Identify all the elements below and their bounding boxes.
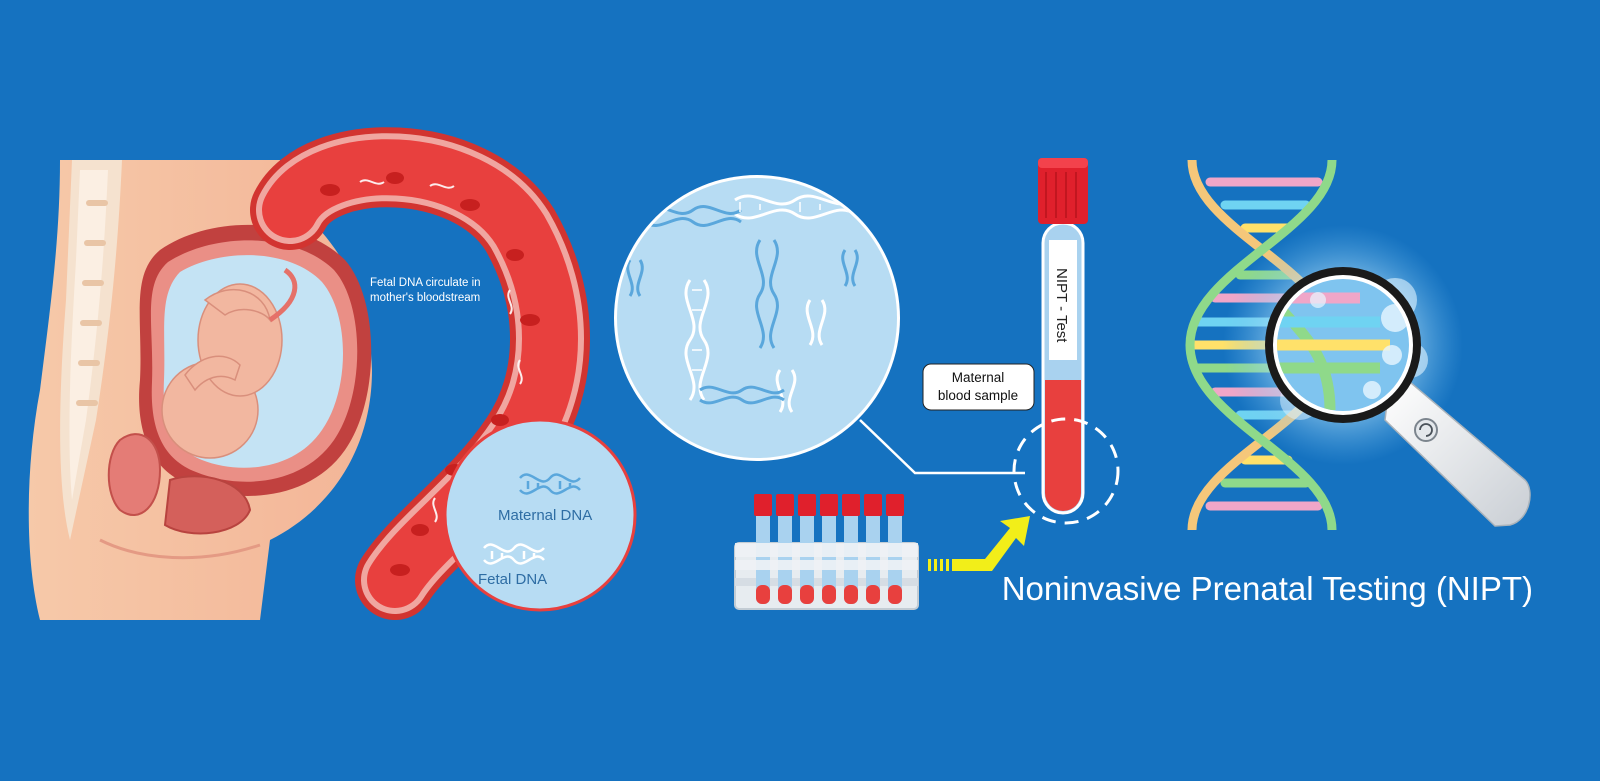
dna-types-bubble: Maternal DNA Fetal DNA (443, 418, 637, 612)
sample-highlight-circle (1012, 417, 1120, 525)
dna-fragments-circle (614, 175, 900, 461)
page-title: Noninvasive Prenatal Testing (NIPT) (1002, 570, 1533, 607)
maternal-dna-icon (519, 473, 581, 495)
dna-helix-icon (626, 205, 859, 405)
fetal-circulation-line-1: Fetal DNA circulate in (370, 277, 481, 289)
pregnant-body-illustration (28, 160, 372, 620)
test-tube-rack-icon (734, 494, 919, 610)
magnifier-icon (1223, 225, 1531, 527)
maternal-sample-line-2: blood sample (938, 388, 1018, 403)
arrow-icon (928, 516, 1030, 571)
fetus-icon (161, 283, 283, 459)
blood-tube-icon: NIPT - Test (1038, 158, 1088, 515)
fetal-circulation-line-2: mother's bloodstream (370, 292, 480, 304)
maternal-dna-label: Maternal DNA (498, 507, 592, 524)
maternal-sample-callout: Maternal blood sample (922, 363, 1035, 411)
tube-label: NIPT - Test (1053, 268, 1070, 343)
maternal-sample-line-1: Maternal (952, 370, 1005, 385)
fetal-circulation-label: Fetal DNA circulate in mother's bloodstr… (370, 277, 481, 304)
fetal-dna-label: Fetal DNA (478, 571, 547, 588)
fetal-dna-icon (483, 543, 545, 565)
connector-line (859, 419, 1025, 475)
